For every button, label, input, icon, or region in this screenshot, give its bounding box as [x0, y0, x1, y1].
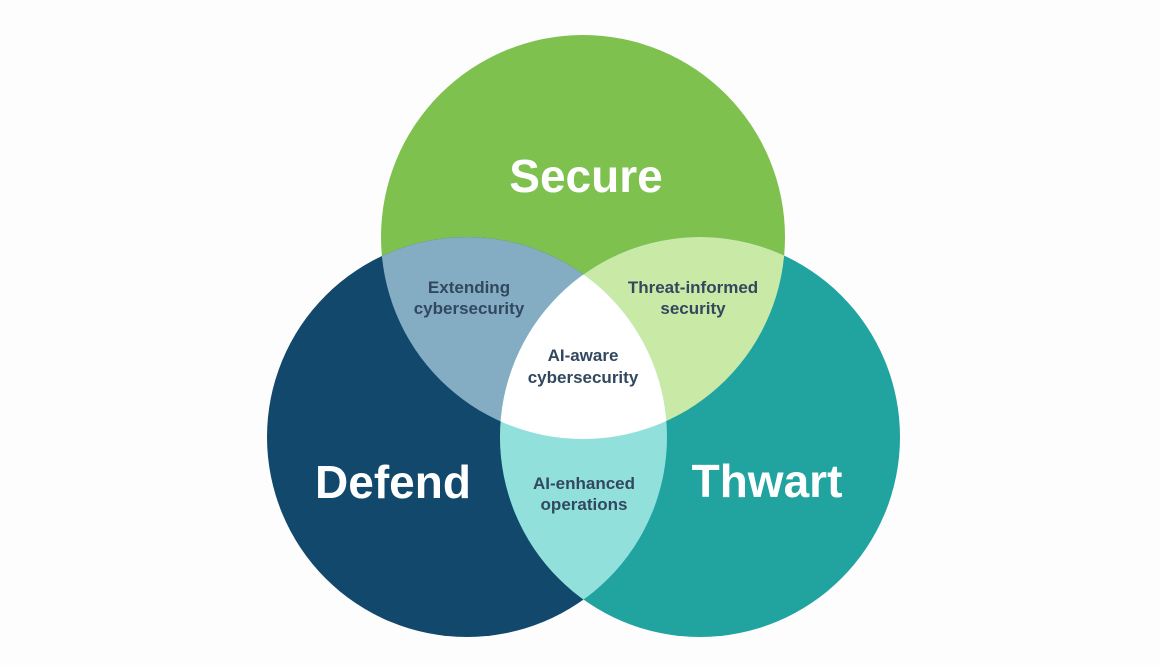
overlap-label-defend-thwart-line1: AI-enhanced: [533, 474, 635, 493]
overlap-label-secure-defend-line1: Extending: [428, 278, 510, 297]
overlap-label-secure-thwart-line2: security: [660, 299, 726, 318]
set-label-secure: Secure: [509, 150, 662, 202]
venn-overlap-center: [500, 237, 667, 439]
overlap-label-defend-thwart: AI-enhanced operations: [533, 474, 635, 514]
overlap-label-secure-thwart: Threat-informed security: [628, 278, 758, 318]
overlap-label-secure-defend-line2: cybersecurity: [414, 299, 525, 318]
overlap-label-center: AI-aware cybersecurity: [528, 346, 639, 387]
overlap-label-defend-thwart-line2: operations: [541, 495, 628, 514]
overlap-label-secure-defend: Extending cybersecurity: [414, 278, 525, 318]
set-label-defend: Defend: [315, 456, 471, 508]
overlap-label-center-line1: AI-aware: [548, 346, 619, 365]
set-label-thwart: Thwart: [692, 455, 843, 507]
overlap-label-center-line2: cybersecurity: [528, 368, 639, 387]
overlap-label-secure-thwart-line1: Threat-informed: [628, 278, 758, 297]
